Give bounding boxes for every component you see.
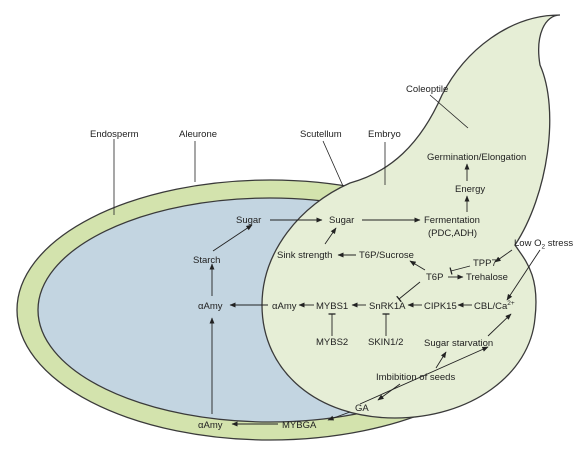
germination-elongation-label: Germination/Elongation <box>427 152 526 163</box>
t6p-label: T6P <box>426 272 443 283</box>
embryo-region <box>261 14 561 419</box>
low-o2-stress-label: Low O2 stress <box>514 238 573 251</box>
low-o2-text: Low O <box>514 238 541 249</box>
snrk1a-label: SnRK1A <box>369 301 406 312</box>
cbl-ca-text: CBL/Ca <box>474 301 508 312</box>
cipk15-label: CIPK15 <box>424 301 457 312</box>
low-o2-subscript: 2 <box>541 244 545 251</box>
pdc-adh-label: (PDC,ADH) <box>428 228 477 239</box>
coleoptile-leader <box>429 94 469 129</box>
mybs2-label: MYBS2 <box>316 337 348 348</box>
tpp7-label: TPP7 <box>473 258 497 269</box>
arrow-lowo2-to-tpp7 <box>494 249 513 263</box>
coleoptile-label: Coleoptile <box>406 84 448 95</box>
embryo-label: Embryo <box>368 129 401 140</box>
inhibit-tpp7-to-t6p <box>449 265 471 275</box>
sink-strength-label: Sink strength <box>277 250 332 261</box>
mybga-label: MYBGA <box>282 420 317 431</box>
amy-embryo-label: αAmy <box>272 301 297 312</box>
arrow-imbibition-to-sugarstarvation <box>435 351 447 369</box>
cbl-ca-label: CBL/Ca2+ <box>474 300 515 312</box>
sugar-embryo-label: Sugar <box>329 215 354 226</box>
arrow-imbibition-to-ga <box>377 383 401 401</box>
inhibit-t6p-to-snrk1a <box>396 281 421 303</box>
arrow-lowo2-to-cbl <box>506 249 541 301</box>
arrow-ga-to-imbibition-path <box>359 346 489 405</box>
arrow-ga-to-mybga <box>327 411 351 421</box>
trehalose-label: Trehalose <box>466 272 508 283</box>
scutellum-leader <box>322 140 344 187</box>
scutellum-label: Scutellum <box>300 129 342 140</box>
mybs1-label: MYBS1 <box>316 301 348 312</box>
sugar-starvation-label: Sugar starvation <box>424 338 493 349</box>
endosperm-label: Endosperm <box>90 129 139 140</box>
cbl-ca-superscript: 2+ <box>507 300 515 307</box>
arrow-t6p-to-t6psucrose <box>409 260 426 271</box>
ga-label: GA <box>355 403 369 414</box>
arrow-sugarstarvation-to-cbl <box>487 313 512 337</box>
sugar-endosperm-label: Sugar <box>236 215 261 226</box>
fermentation-label: Fermentation <box>424 215 480 226</box>
low-o2-suffix: stress <box>545 238 573 249</box>
arrow-sinkstrength-to-sugar <box>324 227 337 245</box>
energy-label: Energy <box>455 184 485 195</box>
skin-label: SKIN1/2 <box>368 337 403 348</box>
aleurone-label: Aleurone <box>179 129 217 140</box>
amy-aleurone-label: αAmy <box>198 420 223 431</box>
arrow-starch-to-sugar <box>212 224 253 252</box>
starch-label: Starch <box>193 255 220 266</box>
amy-endosperm-label: αAmy <box>198 301 223 312</box>
t6p-sucrose-label: T6P/Sucrose <box>359 250 414 261</box>
imbibition-label: Imbibition of seeds <box>376 372 455 383</box>
